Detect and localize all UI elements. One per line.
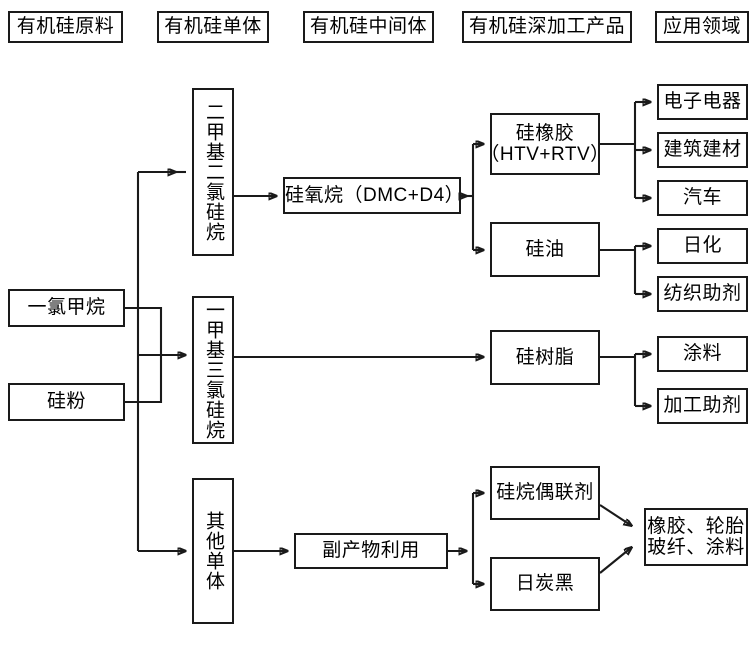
node-silicone-oil: 硅油 — [490, 222, 600, 277]
wire-oil-to-applications — [600, 246, 651, 294]
node-chloromethane: 一氯甲烷 — [8, 289, 125, 327]
node-byproduct-utilization: 副产物利用 — [294, 533, 448, 569]
node-textile-auxiliary: 纺织助剂 — [657, 276, 748, 312]
node-silicone-resin: 硅树脂 — [490, 330, 600, 385]
header-intermediates: 有机硅中间体 — [303, 11, 434, 43]
node-daily-chemical: 日化 — [657, 228, 748, 264]
header-monomers: 有机硅单体 — [157, 11, 269, 43]
silicone-rubber-line2: （HTV+RTV） — [480, 144, 610, 165]
node-other-monomers: 其他单体 — [192, 478, 234, 624]
node-methyltrichlorosilane: 一甲基三氯硅烷 — [192, 296, 234, 444]
node-processing-aid: 加工助剂 — [657, 388, 748, 424]
rubber-tire-line1: 橡胶、轮胎 — [647, 515, 745, 537]
node-construction: 建筑建材 — [657, 132, 748, 168]
node-dimethyldichlorosilane: 二甲基二氯硅烷 — [192, 88, 234, 256]
node-carbon-black: 日炭黑 — [490, 557, 600, 611]
node-siloxane: 硅氧烷（DMC+D4） — [283, 177, 464, 214]
wire-resin-to-applications — [600, 354, 651, 406]
node-rubber-tire-glassfiber-coatings: 橡胶、轮胎 玻纤、涂料 — [644, 508, 748, 566]
header-raw-materials: 有机硅原料 — [8, 11, 123, 43]
silicone-rubber-line1: 硅橡胶 — [515, 122, 575, 144]
node-electronics: 电子电器 — [657, 84, 748, 120]
wire-coupling-to-combined — [599, 504, 632, 526]
node-silicon-powder: 硅粉 — [8, 383, 125, 421]
node-silane-coupling-agent: 硅烷偶联剂 — [490, 466, 600, 520]
node-coatings: 涂料 — [657, 336, 748, 372]
header-applications: 应用领域 — [655, 11, 749, 43]
rubber-tire-line2: 玻纤、涂料 — [647, 537, 745, 558]
wire-byproduct-to-products — [448, 493, 484, 584]
wire-carbonblack-to-combined — [599, 547, 632, 574]
node-silicone-rubber: 硅橡胶 （HTV+RTV） — [480, 113, 609, 175]
header-deep-processed: 有机硅深加工产品 — [462, 11, 632, 43]
wire-rawmaterials-merge — [125, 172, 163, 551]
node-automotive: 汽车 — [657, 180, 748, 216]
